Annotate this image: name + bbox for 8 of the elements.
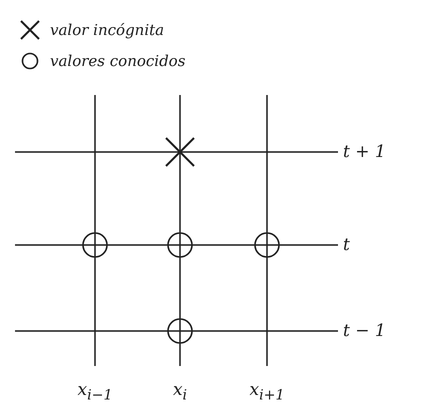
position-label: x$_{i+1}$ (250, 380, 284, 404)
legend-text: valor incógnita (50, 21, 164, 39)
position-label: x$_{i}$ (172, 380, 188, 404)
position-label: x$_{i−1}$ (78, 380, 112, 404)
time-label: t (343, 235, 350, 255)
time-label: t + 1 (343, 142, 386, 162)
legend-text: valores conocidos (50, 52, 186, 70)
time-label: t − 1 (343, 321, 386, 341)
